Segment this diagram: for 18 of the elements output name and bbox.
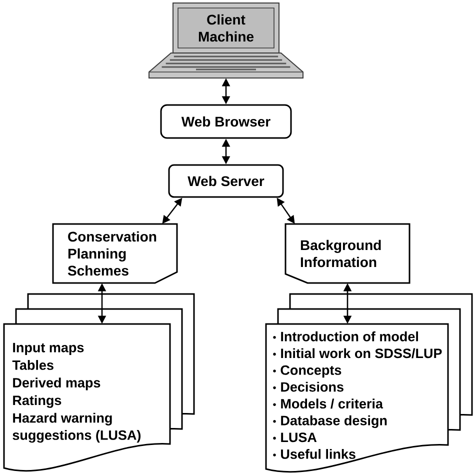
card-box: Background Information <box>284 223 410 284</box>
list-item: Hazard warning suggestions (LUSA) <box>12 412 141 443</box>
list-item: Tables <box>12 360 54 370</box>
list-item: Derived maps <box>13 378 100 390</box>
list-item: Ratings <box>13 395 62 408</box>
rounded-box: Web Server <box>168 164 284 198</box>
list-item: Decisions <box>281 382 344 392</box>
rounded-box: Web Browser <box>160 104 292 139</box>
list-item: Introduction of model <box>281 331 418 342</box>
laptop: Client Machine <box>148 2 304 78</box>
list-item: Models / criteria <box>281 398 384 409</box>
list-item: Concepts <box>280 365 342 378</box>
list-item: LUSA <box>281 432 317 442</box>
card-box: Conservation Planning Schemes <box>52 223 178 284</box>
list-item: Database design <box>281 415 387 428</box>
list-item: Input maps <box>13 342 84 356</box>
list-item: Initial work on SDSS/LUP <box>281 348 442 358</box>
list-item: Useful links <box>281 449 356 459</box>
